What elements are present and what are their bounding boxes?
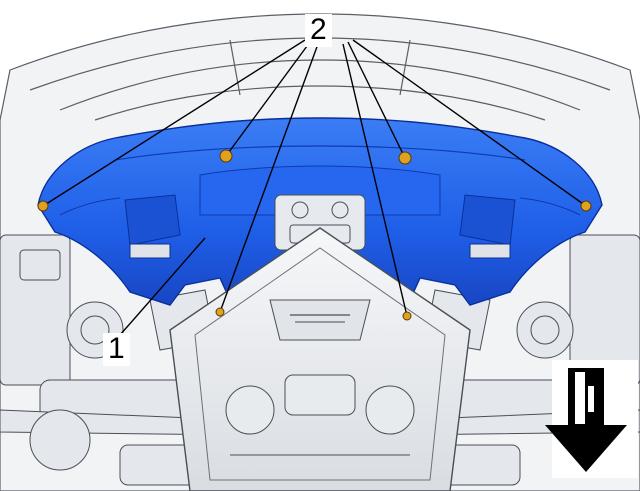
callout-2-leaders [42, 39, 587, 317]
bolt-right-lower [402, 311, 412, 321]
bolt-right-outer [580, 200, 592, 212]
down-arrow-icon [545, 360, 638, 478]
fastener-bolts [37, 149, 592, 321]
central-crossmember [169, 227, 471, 491]
bolt-left-lower [215, 307, 225, 317]
bolt-left-outer [37, 200, 49, 212]
bolt-right-top [398, 151, 412, 165]
callout-1-leader [119, 237, 206, 336]
bolt-left-top [219, 149, 233, 163]
callout-label-1: 1 [103, 333, 130, 366]
callout-label-2: 2 [305, 14, 332, 47]
